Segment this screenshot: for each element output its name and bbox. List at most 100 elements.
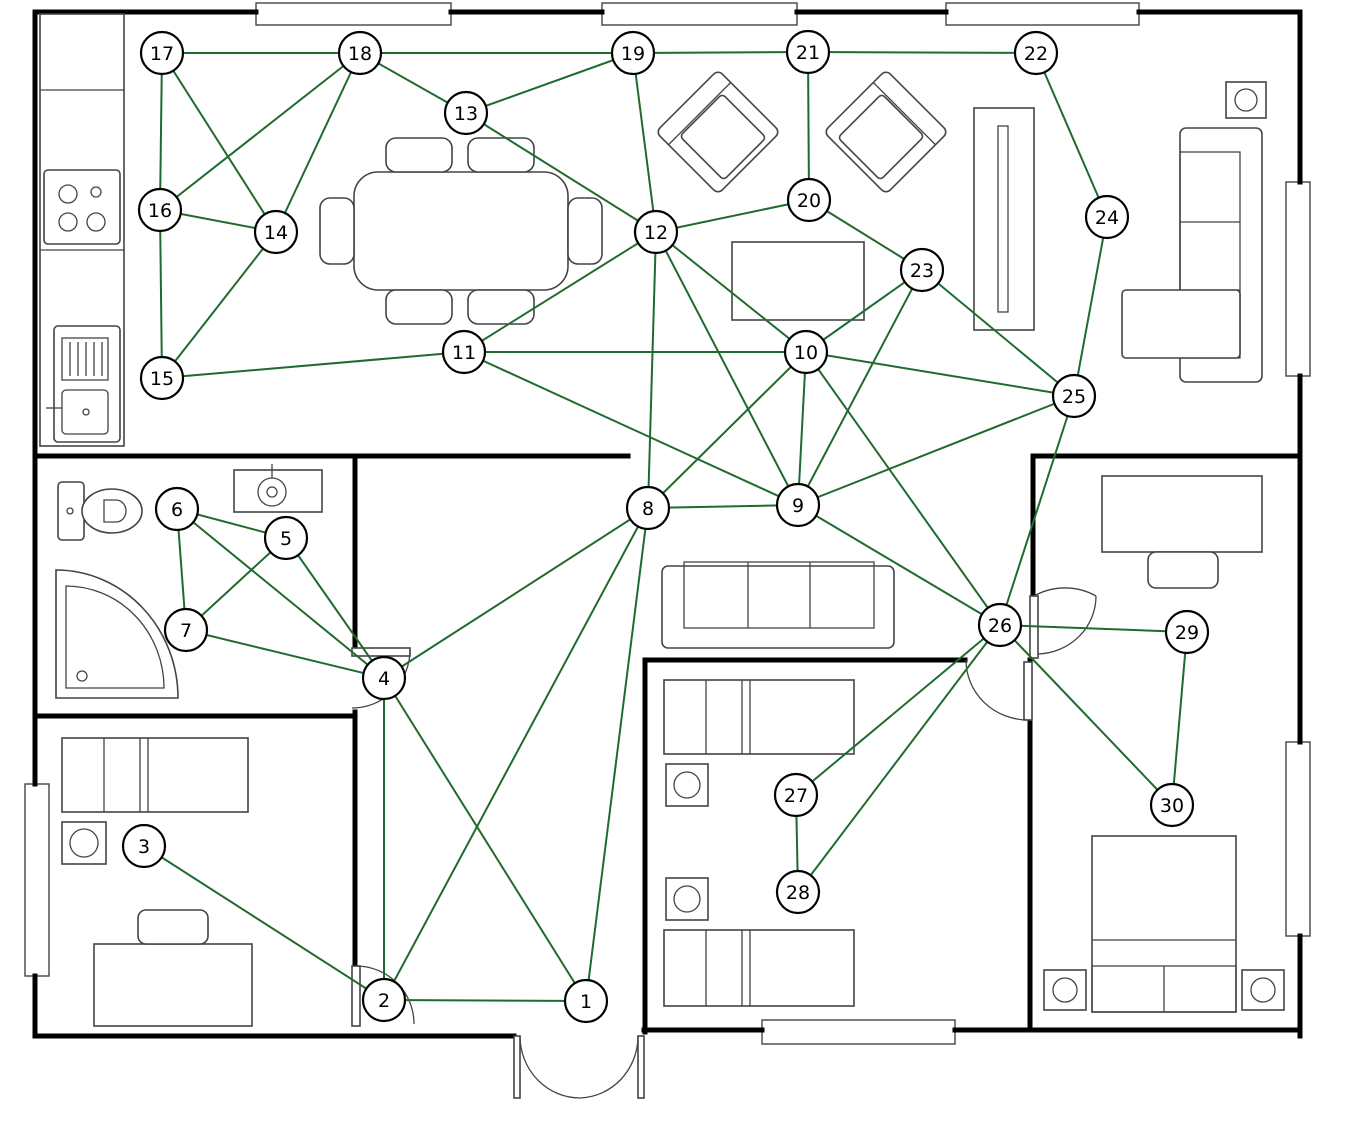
bedroom-door-middle xyxy=(965,659,1033,721)
shower xyxy=(55,569,179,699)
node-14: 14 xyxy=(253,209,299,255)
edge-1-4 xyxy=(383,677,587,1002)
edge-4-7 xyxy=(185,629,385,679)
node-label: 19 xyxy=(621,43,645,65)
node-label: 4 xyxy=(378,668,390,690)
window-top-3 xyxy=(945,2,1140,26)
node-circle xyxy=(1149,782,1195,828)
node-7: 7 xyxy=(163,607,209,653)
node-26: 26 xyxy=(977,602,1023,648)
node-label: 5 xyxy=(280,528,292,550)
node-13: 13 xyxy=(443,90,489,136)
kitchen-counter xyxy=(39,13,125,447)
bedroom-door-right xyxy=(1029,587,1097,659)
bedroom-middle-furniture xyxy=(663,679,855,1007)
node-label: 18 xyxy=(348,43,372,65)
node-16: 16 xyxy=(137,187,183,233)
node-30: 30 xyxy=(1149,782,1195,828)
edge-22-24 xyxy=(1035,52,1108,218)
edge-9-10 xyxy=(797,351,807,506)
node-circle xyxy=(441,329,487,375)
node-label: 26 xyxy=(988,615,1012,637)
edge-16-18 xyxy=(159,52,361,211)
node-label: 8 xyxy=(642,498,654,520)
edge-4-8 xyxy=(383,507,649,679)
edge-23-25 xyxy=(921,269,1075,397)
node-circle xyxy=(121,823,167,869)
node-23: 23 xyxy=(899,247,945,293)
node-circle xyxy=(633,209,679,255)
node-label: 17 xyxy=(150,43,174,65)
edge-29-30 xyxy=(1171,631,1188,806)
node-label: 2 xyxy=(378,990,390,1012)
edge-8-12 xyxy=(647,231,657,509)
edge-1-8 xyxy=(585,507,649,1002)
node-circle xyxy=(1164,609,1210,655)
node-15: 15 xyxy=(139,355,185,401)
toilet-tank xyxy=(57,481,85,541)
node-circle xyxy=(977,602,1023,648)
node-label: 22 xyxy=(1024,43,1048,65)
bedroom-left-furniture xyxy=(61,737,253,1027)
armchair-left xyxy=(657,71,779,193)
edge-4-5 xyxy=(285,537,385,679)
window-top-2 xyxy=(601,2,798,26)
node-17: 17 xyxy=(139,30,185,76)
node-circle xyxy=(775,482,821,528)
edge-14-18 xyxy=(275,52,361,233)
edge-26-28 xyxy=(797,624,1001,893)
armchair-right xyxy=(825,71,947,193)
edge-10-25 xyxy=(805,351,1075,397)
edge-11-12 xyxy=(463,231,657,353)
node-1: 1 xyxy=(563,978,609,1024)
node-circle xyxy=(625,485,671,531)
node-circle xyxy=(783,329,829,375)
node-circle xyxy=(1051,373,1097,419)
edge-26-29 xyxy=(999,624,1188,633)
node-label: 23 xyxy=(910,260,934,282)
edge-25-26 xyxy=(999,395,1075,626)
node-9: 9 xyxy=(775,482,821,528)
node-2: 2 xyxy=(361,977,407,1023)
node-circle xyxy=(154,486,200,532)
window-top-1 xyxy=(255,2,452,26)
node-label: 7 xyxy=(180,620,192,642)
edge-2-8 xyxy=(383,507,649,1001)
edge-14-17 xyxy=(161,52,277,233)
node-circle xyxy=(899,247,945,293)
node-11: 11 xyxy=(441,329,487,375)
node-10: 10 xyxy=(783,329,829,375)
edge-9-26 xyxy=(797,504,1001,626)
edge-9-25 xyxy=(797,395,1075,506)
edge-4-6 xyxy=(176,508,385,679)
node-circle xyxy=(253,209,299,255)
edge-1-2 xyxy=(383,999,587,1002)
window-left xyxy=(24,783,50,977)
edge-26-27 xyxy=(795,624,1001,796)
node-21: 21 xyxy=(785,29,831,75)
node-circle xyxy=(137,187,183,233)
node-circle xyxy=(1013,30,1059,76)
node-circle xyxy=(443,90,489,136)
node-circle xyxy=(361,977,407,1023)
edge-9-12 xyxy=(655,231,799,506)
floor-plan xyxy=(24,2,1311,1099)
edge-9-23 xyxy=(797,269,923,506)
node-label: 1 xyxy=(580,991,592,1013)
node-label: 3 xyxy=(138,836,150,858)
edge-5-7 xyxy=(185,537,287,631)
edge-8-9 xyxy=(647,504,799,509)
edge-2-3 xyxy=(143,845,385,1001)
node-label: 9 xyxy=(792,495,804,517)
interior-walls xyxy=(32,453,1303,1035)
node-27: 27 xyxy=(773,772,819,818)
node-label: 24 xyxy=(1095,207,1119,229)
node-label: 30 xyxy=(1160,795,1184,817)
node-label: 28 xyxy=(786,882,810,904)
edge-10-12 xyxy=(655,231,807,353)
edge-14-15 xyxy=(161,231,277,379)
edge-21-22 xyxy=(807,51,1037,54)
edge-12-19 xyxy=(632,52,657,233)
